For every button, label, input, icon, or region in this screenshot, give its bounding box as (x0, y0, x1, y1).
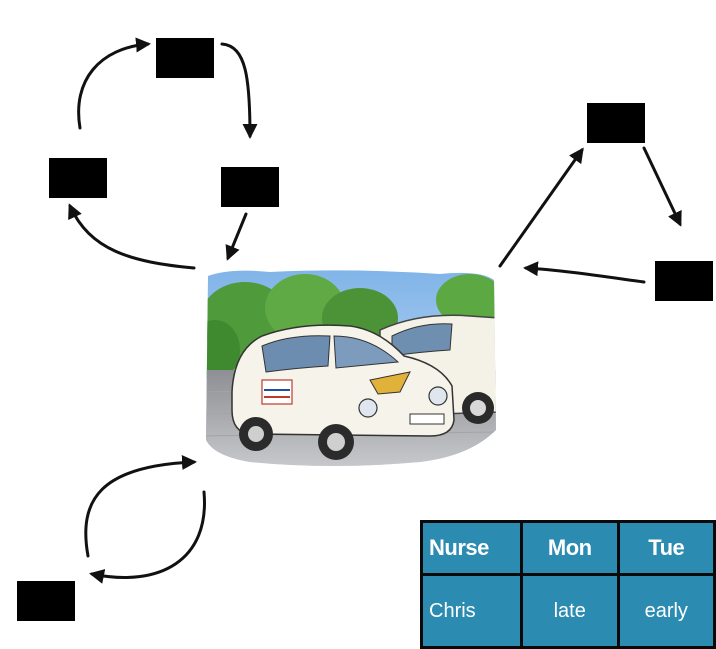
arrow-right-bottom-to-car (523, 261, 646, 284)
arrow-car-to-left (68, 203, 196, 270)
house-icon-top (149, 9, 221, 78)
house-icon-left (42, 129, 114, 198)
house-icon-bottom-left (10, 552, 82, 621)
house-icon-right-bottom (648, 232, 716, 301)
car-illustration (206, 270, 496, 466)
route-diagram (10, 9, 716, 621)
house-icon-center-left (214, 138, 286, 207)
arrow-left-to-top (77, 37, 151, 130)
header-nurse: Nurse (420, 520, 523, 576)
nurse-schedule-table: Nurse Mon Tue Chris late early (420, 520, 716, 649)
arrow-loop-up (84, 455, 197, 558)
cell-mon-shift: late (519, 573, 620, 649)
arrow-loop-down (89, 490, 206, 584)
arrow-top-to-center-left (220, 42, 258, 139)
arrow-car-to-right-top (498, 147, 584, 268)
cell-nurse-name: Chris (420, 573, 523, 649)
table-row: Chris late early (420, 573, 716, 649)
table-header-row: Nurse Mon Tue (420, 520, 716, 576)
cell-tue-shift: early (616, 573, 716, 649)
header-mon: Mon (519, 520, 620, 576)
header-tue: Tue (616, 520, 716, 576)
house-icon-right-top (580, 74, 652, 143)
arrow-center-left-to-car (225, 212, 248, 261)
arrow-right-top-to-right-bottom (642, 146, 682, 227)
